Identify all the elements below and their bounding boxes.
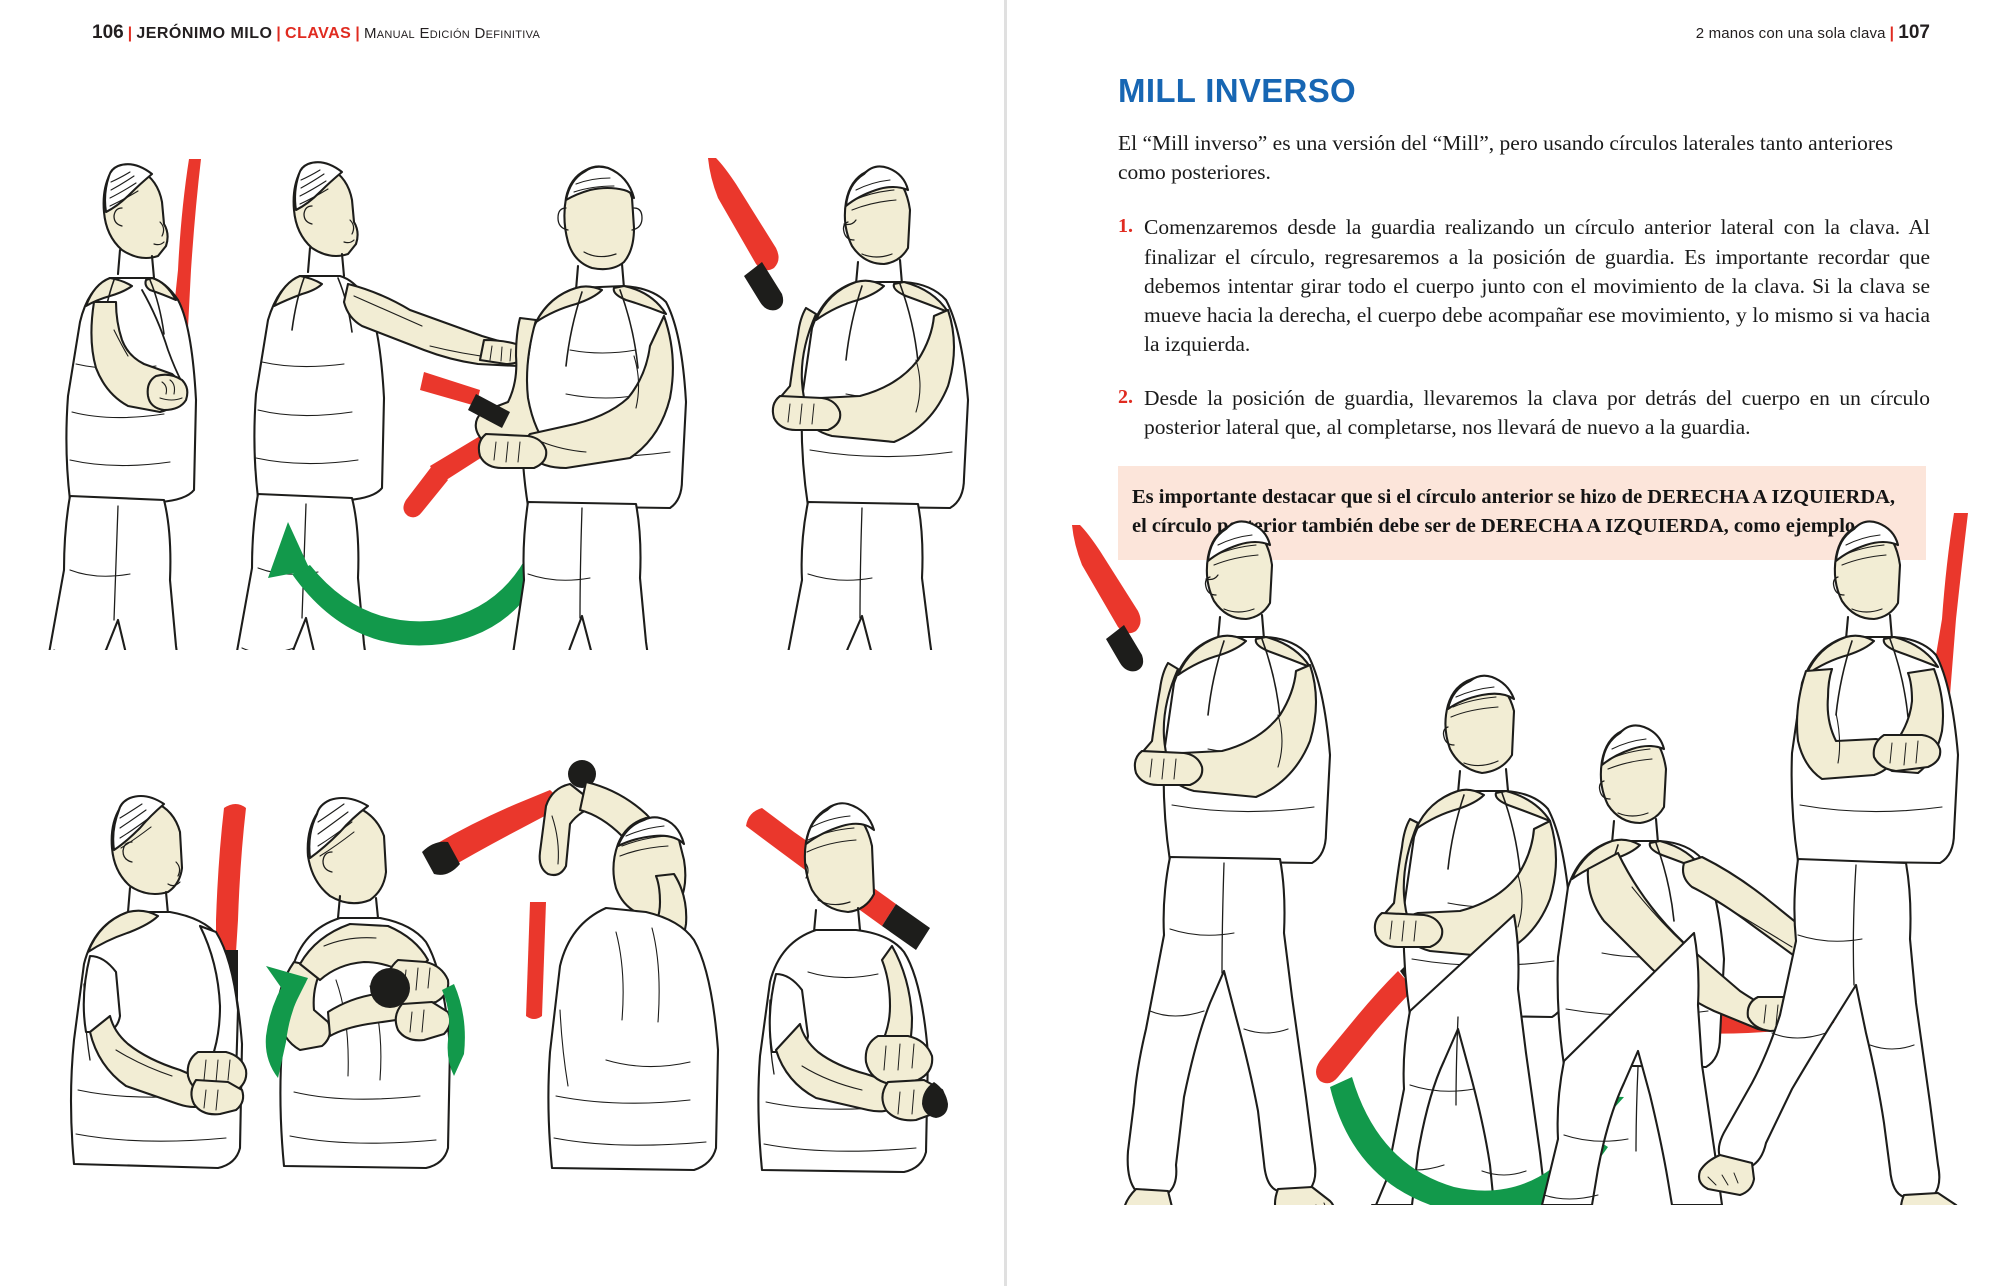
text-column: MILL INVERSO El “Mill inverso” es una ve…	[1118, 72, 1930, 561]
figure-1	[48, 159, 201, 650]
torso-figure-4	[746, 802, 948, 1174]
step-list: 1. Comenzaremos desde la guardia realizan…	[1118, 213, 1930, 442]
torso-figure-2	[265, 790, 558, 1170]
page-number-left: 106	[92, 22, 124, 43]
running-head-separator: |	[127, 25, 133, 42]
illustration-left-top	[10, 150, 990, 650]
figure-4	[708, 158, 970, 650]
page-number-right: 107	[1898, 22, 1930, 43]
list-item: 2. Desde la posición de guardia, llevarem…	[1118, 384, 1930, 442]
figure-3	[403, 165, 688, 650]
spread-gutter-divider	[1004, 0, 1007, 1286]
illustration-right	[1066, 505, 2000, 1205]
right-figure-4	[1697, 513, 1968, 1205]
intro-paragraph: El “Mill inverso” es una versión del “Mi…	[1118, 131, 1893, 185]
step-text: Comenzaremos desde la guardia realizando…	[1144, 215, 1930, 357]
right-page: 2 manos con una sola clava|107 MILL INVE…	[1006, 0, 2000, 1286]
green-arrow-counterclockwise	[268, 522, 548, 646]
book-brand: CLAVAS	[285, 25, 352, 42]
torso-figure-1	[69, 794, 248, 1170]
right-figure-1	[1072, 520, 1335, 1205]
running-head-separator: |	[355, 25, 360, 42]
step-marker: 2.	[1118, 385, 1133, 408]
list-item: 1. Comenzaremos desde la guardia realizan…	[1118, 213, 1930, 359]
running-head-separator: |	[276, 25, 282, 42]
running-head-right: 2 manos con una sola clava|107	[1696, 22, 1930, 44]
running-head-separator: |	[1889, 25, 1895, 42]
green-arrow-down-left	[265, 966, 308, 1078]
callout-line-1: Es importante destacar que si el círculo…	[1132, 486, 1896, 509]
left-page: 106|JERÓNIMO MILO|CLAVAS|Manual Edición …	[10, 22, 990, 1180]
step-text: Desde la posición de guardia, llevaremos…	[1144, 385, 1930, 439]
callout-line-2: el círculo posterior también debe ser de…	[1132, 515, 1861, 538]
chapter-title: 2 manos con una sola clava	[1695, 25, 1886, 42]
page-title: MILL INVERSO	[1118, 72, 1357, 109]
torso-figure-3	[526, 760, 720, 1172]
author-name: JERÓNIMO MILO	[136, 25, 273, 42]
illustration-left-bottom	[50, 760, 990, 1180]
right-figure-2	[1316, 674, 1624, 1205]
book-subtitle: Manual Edición Definitiva	[364, 25, 541, 42]
step-marker: 1.	[1118, 215, 1133, 238]
running-head-left: 106|JERÓNIMO MILO|CLAVAS|Manual Edición …	[92, 22, 540, 44]
